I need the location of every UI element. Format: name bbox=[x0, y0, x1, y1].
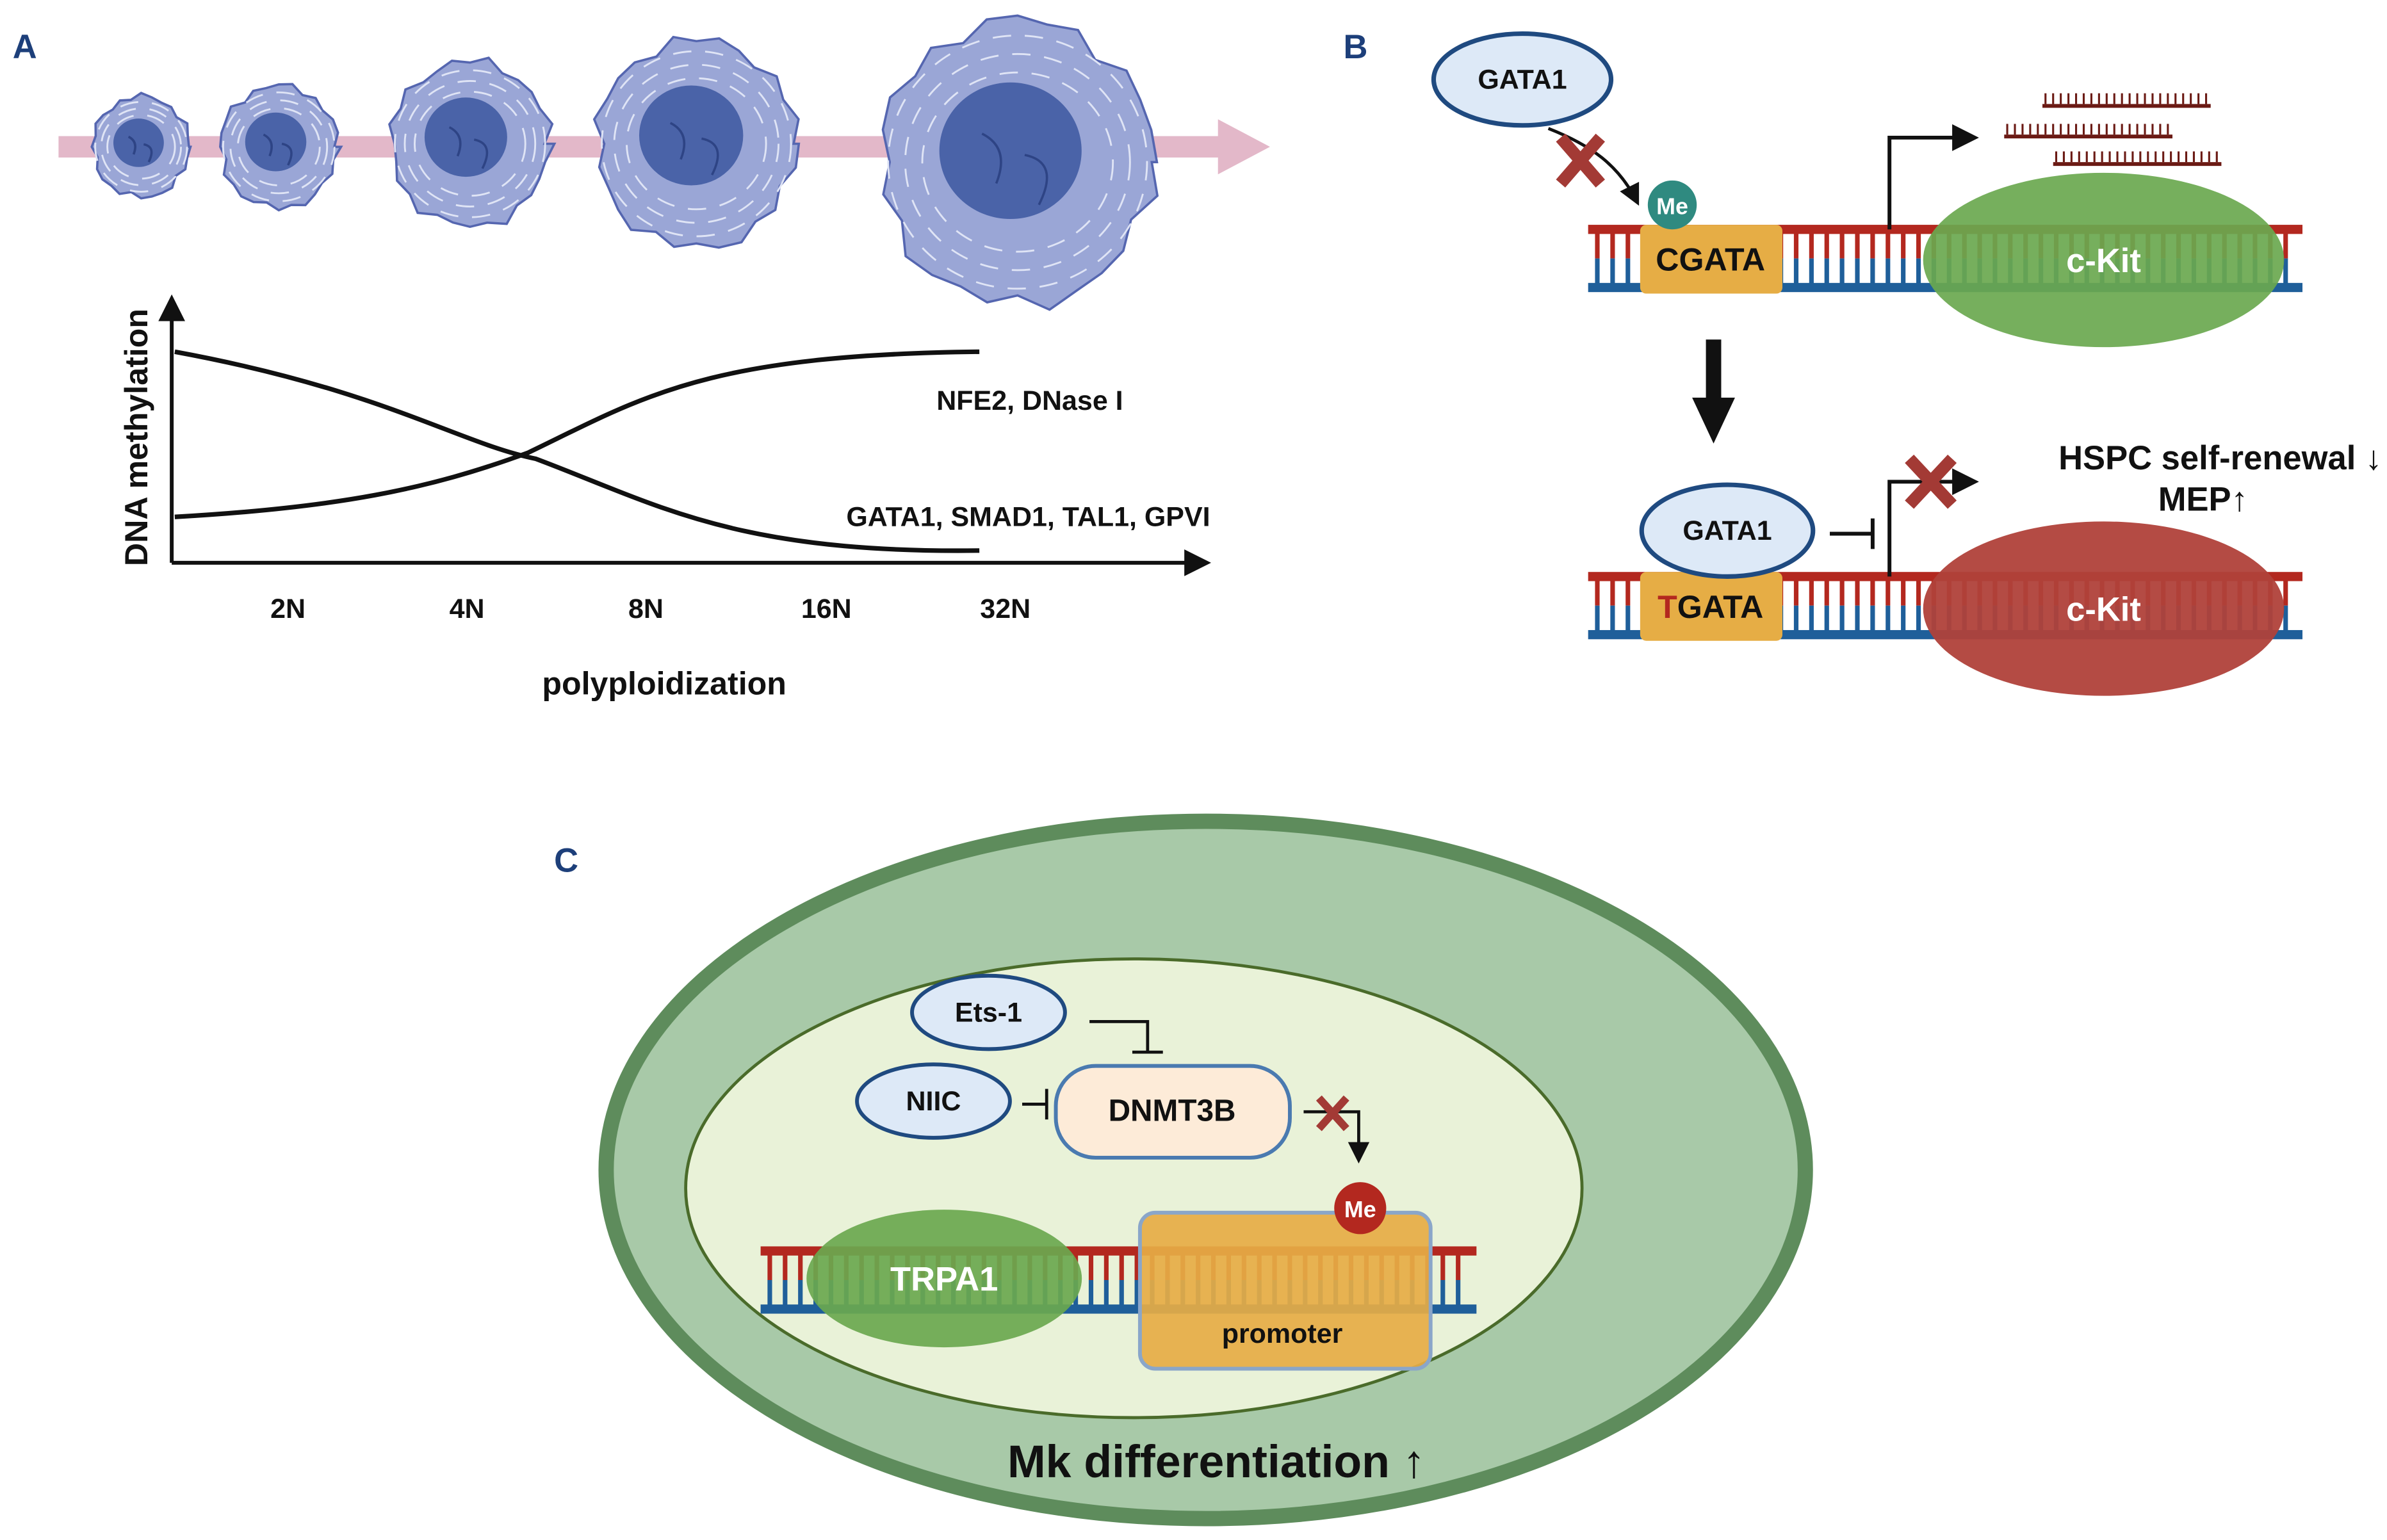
cytoplasm-membrane bbox=[394, 69, 546, 218]
megakaryocyte-cells bbox=[90, 14, 1159, 311]
gata1-label-top: GATA1 bbox=[1478, 65, 1567, 95]
outcome-mk-differentiation: Mk differentiation ↑ bbox=[1007, 1436, 1426, 1487]
nucleus-lobed bbox=[639, 85, 744, 186]
nucleus-fold bbox=[981, 133, 1048, 206]
ets1-protein bbox=[910, 973, 1067, 1051]
nucleus-lobed bbox=[424, 97, 507, 177]
cytoplasm-membrane bbox=[613, 63, 780, 224]
ckit-label-bottom: c-Kit bbox=[2066, 591, 2141, 629]
cgata-motif-box bbox=[1640, 225, 1782, 294]
panel-b-label: B bbox=[1344, 28, 1368, 66]
promoter-region bbox=[1137, 1210, 1433, 1371]
cytoplasm-membrane bbox=[601, 50, 792, 238]
dnmt3b-enzyme bbox=[1054, 1064, 1292, 1160]
cytoplasm-membrane bbox=[626, 77, 767, 211]
tgata-motif-label: TGATA bbox=[1658, 589, 1763, 625]
nucleus-fold bbox=[448, 126, 489, 169]
nucleus bbox=[684, 957, 1584, 1420]
ckit-repressed-gene bbox=[1923, 521, 2285, 696]
me-label-top: Me bbox=[1656, 193, 1688, 219]
x-tick: 32N bbox=[980, 594, 1031, 624]
methylation-arrow bbox=[1303, 1110, 1370, 1164]
megakaryocyte-cell bbox=[388, 56, 557, 229]
rising-curve bbox=[174, 349, 980, 519]
ets1-inhibition bbox=[1089, 1019, 1163, 1054]
y-axis-label: DNA methylation bbox=[118, 309, 154, 566]
me-label-c: Me bbox=[1344, 1197, 1376, 1222]
falling-curve-label: GATA1, SMAD1, TAL1, GPVI bbox=[846, 502, 1210, 533]
binding-arrow bbox=[1547, 127, 1640, 206]
panel-a: A NFE2, DNase I GATA1, SMAD1, TAL1, GPVI… bbox=[13, 14, 1270, 701]
nucleus-lobed bbox=[939, 82, 1082, 220]
inhibition-bar bbox=[1830, 518, 1875, 549]
x-tick: 8N bbox=[628, 594, 664, 624]
trpa1-label: TRPA1 bbox=[890, 1261, 998, 1299]
block-x-icon bbox=[1556, 133, 1606, 188]
megakaryocyte-cell bbox=[90, 92, 192, 200]
x-tick: 4N bbox=[450, 594, 485, 624]
transcription-arrow bbox=[1887, 124, 1979, 230]
niic-label: NIIC bbox=[906, 1086, 961, 1117]
cytoplasm-membrane bbox=[887, 35, 1148, 290]
mrna-transcript bbox=[2004, 124, 2173, 139]
cytoplasm-membrane bbox=[106, 114, 176, 180]
nucleus-fold bbox=[263, 133, 293, 166]
blocked-transcription-arrow bbox=[1887, 468, 1979, 577]
methyl-mark-red bbox=[1334, 1182, 1387, 1235]
trpa1-gene bbox=[806, 1210, 1082, 1348]
mrna-transcripts bbox=[2004, 93, 2222, 166]
cgata-motif-label: CGATA bbox=[1656, 242, 1765, 278]
nucleus-lobed bbox=[245, 112, 307, 172]
cytoplasm-membrane bbox=[94, 101, 188, 193]
cytoplasm-membrane bbox=[403, 80, 537, 207]
ckit-label-top: c-Kit bbox=[2066, 242, 2141, 280]
megakaryocyte-cell bbox=[592, 35, 801, 249]
panel-b: B CGATA c-Kit GATA1 Me TGATA c-Kit GATA1 bbox=[1344, 28, 2382, 696]
ets1-label: Ets-1 bbox=[955, 997, 1022, 1028]
nucleus-lobed bbox=[113, 118, 164, 167]
gata1-label-bottom: GATA1 bbox=[1682, 515, 1772, 546]
block-x-icon bbox=[1905, 454, 1957, 509]
cytoplasm-membrane bbox=[229, 99, 329, 195]
niic-inhibition bbox=[1022, 1089, 1048, 1120]
falling-curve bbox=[174, 349, 980, 553]
x-tick: 16N bbox=[801, 594, 852, 624]
promoter-label: promoter bbox=[1222, 1318, 1343, 1349]
cytoplasm-membrane bbox=[222, 91, 336, 202]
methylation-plot: NFE2, DNase I GATA1, SMAD1, TAL1, GPVI 2… bbox=[118, 294, 1211, 701]
megakaryocyte-cell bbox=[881, 14, 1159, 311]
block-x-icon bbox=[1316, 1095, 1349, 1131]
dnmt3b-label: DNMT3B bbox=[1109, 1094, 1236, 1128]
down-arrow-head bbox=[1692, 397, 1735, 444]
gata1-protein-bottom bbox=[1639, 482, 1816, 579]
outcome-hspc: HSPC self-renewal ↓ bbox=[2058, 439, 2382, 477]
mrna-transcript bbox=[2053, 151, 2222, 166]
panel-c-label: C bbox=[554, 841, 578, 879]
panel-c: C Ets-1 NIIC DNMT3B TRPA1 promoter Me Mk… bbox=[554, 813, 1813, 1527]
mrna-transcript bbox=[2042, 93, 2211, 108]
rising-curve-label: NFE2, DNase I bbox=[936, 385, 1123, 416]
cytoplasm-membrane bbox=[100, 107, 183, 186]
megakaryocyte-cell bbox=[219, 83, 343, 212]
cytoplasm-membrane bbox=[904, 53, 1131, 272]
panel-a-label: A bbox=[13, 28, 37, 66]
niic-protein bbox=[855, 1062, 1012, 1140]
cytoplasm-membrane bbox=[921, 71, 1114, 253]
methyl-mark-teal bbox=[1647, 180, 1697, 230]
x-axis-label: polyploidization bbox=[542, 665, 786, 701]
outcome-mep: MEP↑ bbox=[2158, 481, 2248, 519]
nucleus-fold bbox=[127, 135, 153, 163]
x-tick: 2N bbox=[270, 594, 306, 624]
gata1-protein-top bbox=[1431, 31, 1614, 128]
nucleus-fold bbox=[669, 122, 719, 176]
tgata-motif-box bbox=[1640, 572, 1782, 641]
ckit-active-gene bbox=[1923, 172, 2285, 348]
cytoplasm-membrane bbox=[236, 107, 321, 186]
cytoplasm-membrane bbox=[414, 90, 526, 197]
